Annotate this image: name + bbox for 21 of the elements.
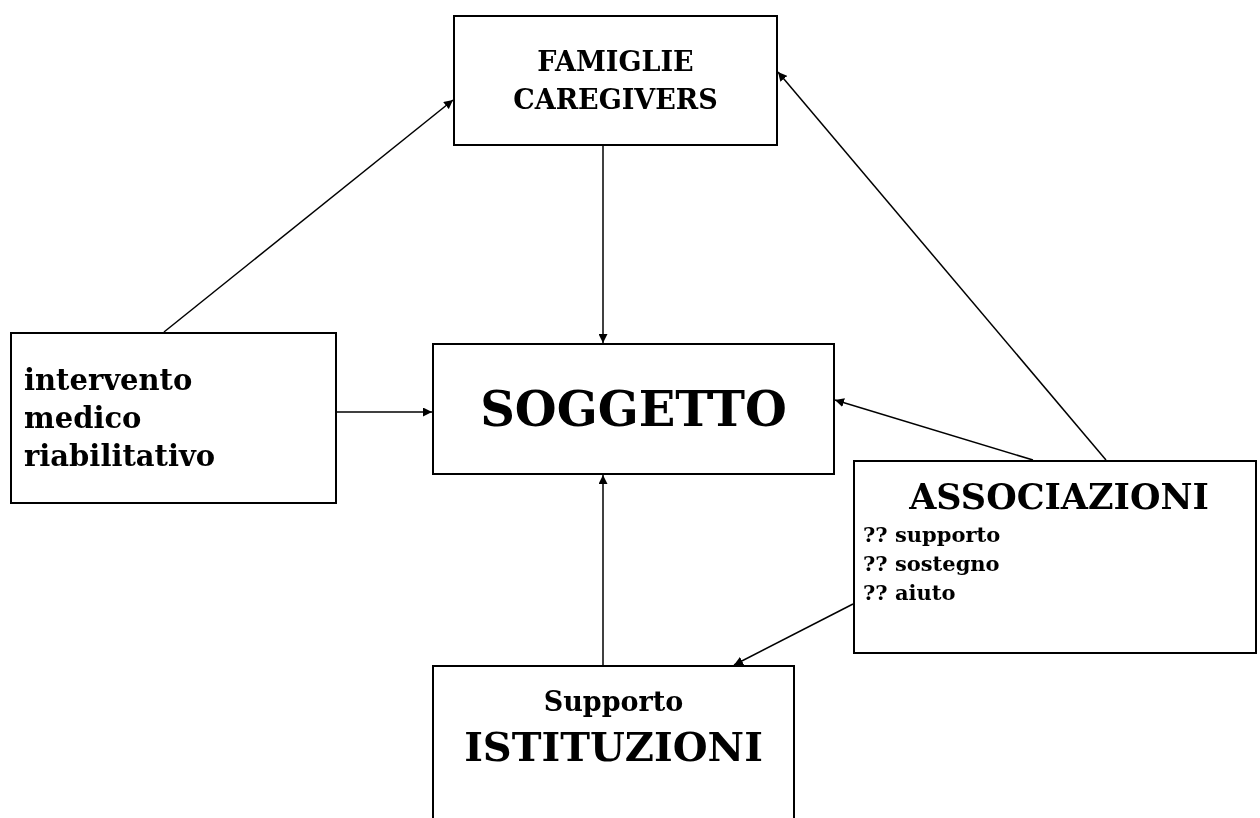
arrow [834, 398, 1034, 461]
text-box [10, 332, 337, 504]
list-item: ?? aiuto [863, 579, 957, 607]
arrow [336, 407, 433, 417]
arrow [733, 603, 854, 666]
box-heading: ASSOCIAZIONI [909, 475, 1209, 519]
box-label: Supporto [543, 685, 684, 719]
text-box [853, 460, 1257, 654]
text-box [432, 343, 835, 475]
arrow [777, 71, 1107, 461]
arrow [163, 99, 454, 333]
text-box [453, 15, 778, 146]
box-label: SOGGETTO [480, 380, 787, 439]
box-label: FAMIGLIE CAREGIVERS [512, 44, 719, 117]
text-box [432, 665, 795, 818]
box-label: intervento medico riabilitativo [24, 362, 217, 475]
arrow [598, 145, 608, 344]
box-label: ISTITUZIONI [464, 722, 763, 772]
arrow [598, 474, 608, 666]
list-item: ?? sostegno [863, 550, 1001, 578]
list-item: ?? supporto [863, 521, 1002, 549]
